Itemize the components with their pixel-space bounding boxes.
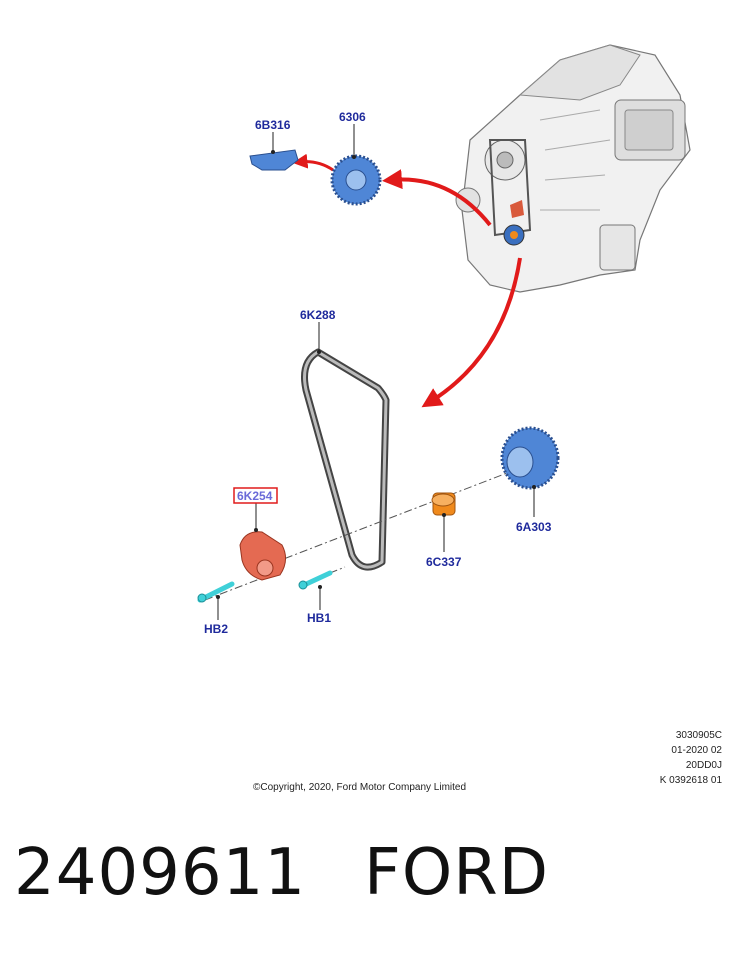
drawing-metadata: 3030905C 01-2020 02 20DD0J K 0392618 01 xyxy=(660,728,722,788)
leader-lines xyxy=(217,124,535,620)
engine-illustration xyxy=(455,44,691,293)
label-6k254: 6K254 xyxy=(237,489,273,503)
bolt-hb1-part xyxy=(298,570,333,590)
label-hb2: HB2 xyxy=(204,622,228,636)
copyright-notice: ©Copyright, 2020, Ford Motor Company Lim… xyxy=(253,782,467,793)
alignment-lines xyxy=(204,467,521,601)
label-6a303: 6A303 xyxy=(516,520,552,534)
meta-line: 01-2020 02 xyxy=(671,745,722,756)
leader-dots xyxy=(216,150,536,599)
label-6c337: 6C337 xyxy=(426,555,462,569)
crank-sprocket-part xyxy=(500,426,560,490)
label-6k288: 6K288 xyxy=(300,308,336,322)
idler-spacer-part xyxy=(431,492,456,516)
brand-name: FORD xyxy=(364,836,549,910)
bolt-hb2-part xyxy=(197,581,235,603)
meta-line: 20DD0J xyxy=(685,760,722,771)
crank-gear-part xyxy=(330,154,382,206)
drive-belt-part xyxy=(301,348,390,571)
meta-line: 3030905C xyxy=(675,730,722,741)
part-number: 2409611 xyxy=(14,836,307,910)
parts-diagram: 6B316 6306 6K288 6K254 6A303 6C337 HB1 H… xyxy=(197,44,691,636)
meta-line: K 0392618 01 xyxy=(659,775,722,786)
label-hb1: HB1 xyxy=(307,611,331,625)
label-6306: 6306 xyxy=(339,110,366,124)
part-title: 2409611 FORD xyxy=(14,836,549,910)
label-6b316: 6B316 xyxy=(255,118,291,132)
highlight-box xyxy=(233,487,278,504)
callout-arrows xyxy=(292,153,522,408)
pulley-cover-part xyxy=(249,149,299,171)
tensioner-part xyxy=(239,531,286,581)
